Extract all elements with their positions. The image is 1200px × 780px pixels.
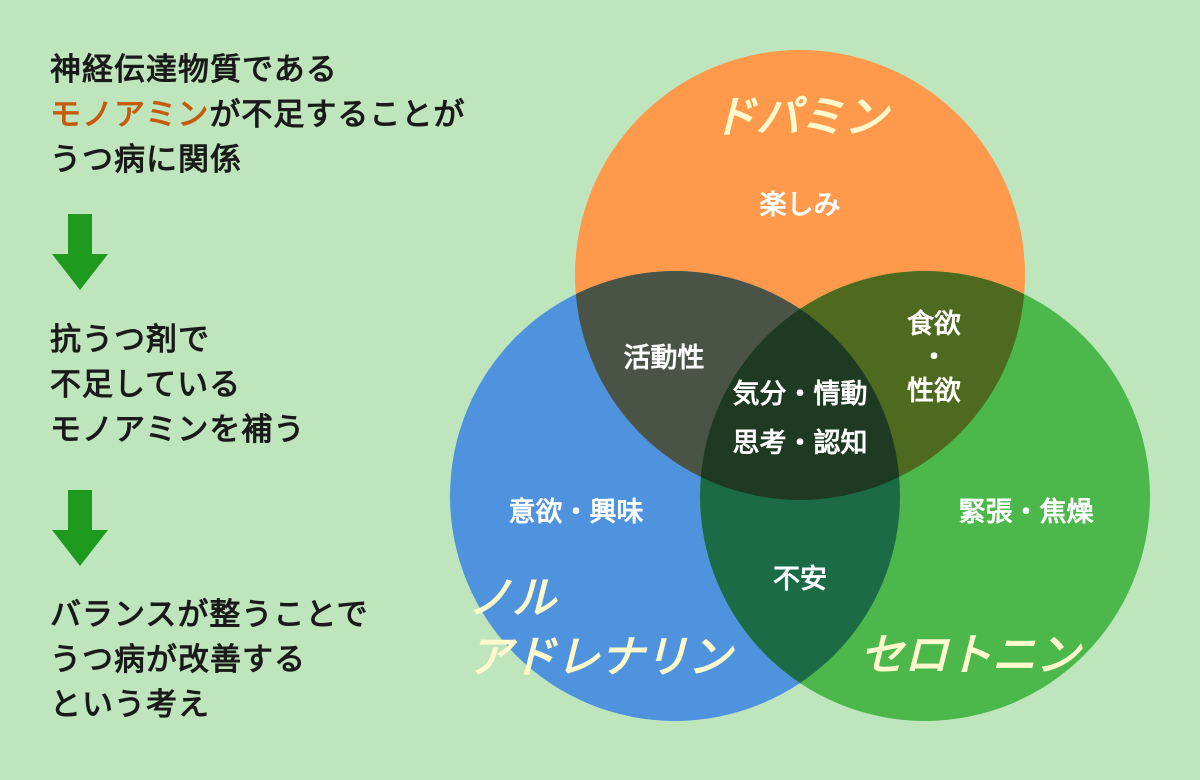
intro-text: 神経伝達物質である モノアミンが不足することが うつ病に関係 [50,48,465,183]
step3-line3: という考え [50,687,210,723]
region-center-line1: 気分・情動 [733,378,868,410]
step3-text: バランスが整うことで うつ病が改善する という考え [50,593,368,728]
region-dopamine-only: 楽しみ [760,190,841,221]
intro-line2: モノアミンが不足することが [50,93,465,138]
region-dopamine-serotonin-line3: 性欲 [907,376,961,407]
noradrenaline-label-line2: アドレナリン [468,632,735,683]
step2-line3: モノアミンを補う [50,412,306,448]
dopamine-label: ドパミン [712,92,891,143]
down-arrow-icon [52,490,108,566]
step2-line1: 抗うつ剤で [50,322,210,358]
intro-line1: 神経伝達物質である [50,52,338,88]
serotonin-label: セロトニン [860,630,1083,681]
monoamine-highlight: モノアミン [50,97,210,133]
noradrenaline-label-line1: ノル [468,573,558,624]
region-dopamine-serotonin-line1: 食欲 [907,308,961,340]
region-noradrenaline-only: 意欲・興味 [509,496,644,528]
step3-line2: うつ病が改善する [50,642,306,678]
region-serotonin-only: 緊張・焦燥 [959,496,1095,528]
region-dopamine-serotonin-line2: ・ [921,342,948,373]
region-noradrenaline-serotonin: 不安 [773,564,827,595]
intro-line3: うつ病に関係 [50,142,242,178]
region-dopamine-noradrenaline: 活動性 [624,343,705,374]
step3-line1: バランスが整うことで [50,597,369,633]
intro-line2-rest: が不足することが [209,97,466,133]
down-arrow-icon [52,214,108,290]
overlap-center [700,271,900,500]
step2-text: 抗うつ剤で 不足している モノアミンを補う [50,318,305,453]
region-center-line2: 思考・認知 [733,427,868,459]
step2-line2: 不足している [50,367,242,403]
